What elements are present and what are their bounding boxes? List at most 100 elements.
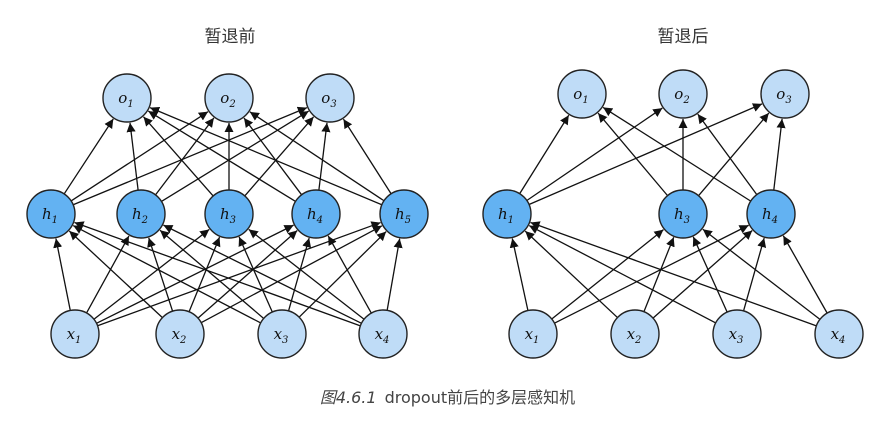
- edge-before-x4-h3: [248, 228, 365, 320]
- edge-before-x2-h5: [200, 225, 383, 324]
- hidden-node-before-h1: h1: [26, 189, 76, 239]
- edge-before-x1-h1: [53, 238, 71, 311]
- edge-after-x2-h1: [524, 230, 618, 319]
- hidden-node-after-h4-label: h4: [762, 205, 778, 226]
- caption-number: 图4.6.1: [319, 388, 377, 407]
- edge-before-h2-o1: [126, 122, 139, 191]
- edge-before-h3-o3: [244, 116, 315, 197]
- output-node-after-o1: o1: [557, 69, 607, 119]
- hidden-node-after-h1: h1: [482, 189, 532, 239]
- hidden-node-after-h3: h3: [658, 189, 708, 239]
- output-node-before-o2-label: o2: [220, 89, 235, 110]
- hidden-node-before-h1-label: h1: [42, 205, 58, 226]
- hidden-node-before-h1-circle: [26, 189, 76, 239]
- hidden-node-before-h2-label: h2: [132, 205, 148, 226]
- hidden-node-before-h5: h5: [379, 189, 429, 239]
- input-node-before-x2: x2: [155, 309, 205, 359]
- edge-before-h2-o2: [154, 117, 215, 196]
- input-node-before-x4: x4: [358, 309, 408, 359]
- edge-before-h1-o2: [70, 111, 209, 202]
- input-node-after-x1-label: x1: [525, 325, 540, 346]
- edge-before-x4-h1: [74, 221, 361, 327]
- hidden-node-after-h3-label: h3: [674, 205, 690, 226]
- edge-after-h1-o2: [526, 107, 663, 202]
- input-node-before-x3-label: x3: [274, 325, 289, 346]
- edge-before-h5-o3: [342, 118, 392, 195]
- input-node-before-x4-label: x4: [375, 325, 390, 346]
- hidden-node-after-h1-label: h1: [498, 205, 514, 226]
- edge-before-x1-h4: [96, 224, 294, 324]
- edge-before-x1-h3: [93, 228, 210, 320]
- edge-after-x3-h1: [528, 224, 717, 324]
- output-node-after-o1-circle: [557, 69, 607, 119]
- input-node-after-x3-circle: [712, 309, 762, 359]
- output-node-after-o3: o3: [760, 69, 810, 119]
- panel-title-before: 暂退前: [205, 27, 256, 47]
- input-node-before-x1: x1: [50, 309, 100, 359]
- edge-before-x3-h3: [238, 236, 273, 313]
- hidden-node-before-h3-label: h3: [220, 205, 236, 226]
- edge-before-x4-h5: [386, 238, 403, 311]
- input-node-before-x3: x3: [257, 309, 307, 359]
- hidden-node-before-h4: h4: [291, 189, 341, 239]
- edge-after-x3-h4: [742, 237, 767, 312]
- output-node-after-o2: o2: [658, 69, 708, 119]
- hidden-node-after-h1-circle: [482, 189, 532, 239]
- output-node-before-o1: o1: [102, 73, 152, 123]
- output-node-before-o2-circle: [204, 73, 254, 123]
- hidden-node-before-h5-circle: [379, 189, 429, 239]
- output-node-after-o2-label: o2: [674, 85, 689, 106]
- edge-after-x2-h3: [643, 236, 675, 312]
- output-node-before-o1-circle: [102, 73, 152, 123]
- input-node-after-x3: x3: [712, 309, 762, 359]
- input-node-after-x1: x1: [508, 309, 558, 359]
- input-node-after-x3-label: x3: [729, 325, 744, 346]
- edge-before-x3-h5: [298, 231, 387, 318]
- output-node-before-o2: o2: [204, 73, 254, 123]
- edge-after-h4-o1: [602, 106, 752, 202]
- hidden-node-after-h4: h4: [746, 189, 796, 239]
- input-node-before-x2-circle: [155, 309, 205, 359]
- output-node-before-o3-circle: [305, 73, 355, 123]
- edge-after-h1-o3: [528, 103, 763, 206]
- edge-before-x1-h2: [85, 235, 130, 314]
- edge-after-h4-o3: [773, 118, 786, 191]
- input-node-before-x2-label: x2: [172, 325, 187, 346]
- edge-after-x2-h4: [652, 230, 753, 319]
- output-node-before-o3: o3: [305, 73, 355, 123]
- edge-after-x1-h4: [554, 224, 749, 324]
- edge-before-h5-o1: [149, 106, 383, 206]
- input-node-after-x4-circle: [814, 309, 864, 359]
- hidden-node-before-h4-circle: [291, 189, 341, 239]
- input-node-before-x1-label: x1: [67, 325, 82, 346]
- edge-before-x2-h3: [188, 236, 221, 313]
- input-node-after-x1-circle: [508, 309, 558, 359]
- input-node-before-x3-circle: [257, 309, 307, 359]
- output-node-before-o3-label: o3: [321, 89, 336, 110]
- edge-before-h4-o2: [243, 117, 303, 196]
- edge-after-h3-o1: [597, 112, 669, 197]
- edge-before-h2-o3: [161, 110, 310, 202]
- edge-after-h1-o1: [519, 114, 570, 194]
- edge-before-x2-h4: [197, 230, 298, 319]
- edge-before-h3-o1: [143, 116, 214, 197]
- hidden-node-before-h3-circle: [204, 189, 254, 239]
- edge-after-x3-h3: [692, 236, 728, 313]
- input-node-before-x4-circle: [358, 309, 408, 359]
- output-node-after-o1-label: o1: [573, 85, 588, 106]
- hidden-node-before-h5-label: h5: [395, 205, 411, 226]
- edge-before-h5-o2: [249, 111, 385, 202]
- edge-before-x4-h4: [327, 235, 372, 314]
- output-node-after-o3-circle: [760, 69, 810, 119]
- edge-before-x3-h4: [287, 237, 312, 312]
- edge-before-x2-h1: [68, 230, 163, 319]
- edge-after-h4-o2: [697, 113, 758, 196]
- hidden-node-before-h2: h2: [116, 189, 166, 239]
- panel-title-after: 暂退后: [658, 27, 709, 47]
- edge-after-x1-h3: [551, 229, 664, 320]
- hidden-node-before-h4-label: h4: [307, 205, 323, 226]
- output-node-after-o2-circle: [658, 69, 708, 119]
- edge-before-x3-h2: [159, 229, 265, 319]
